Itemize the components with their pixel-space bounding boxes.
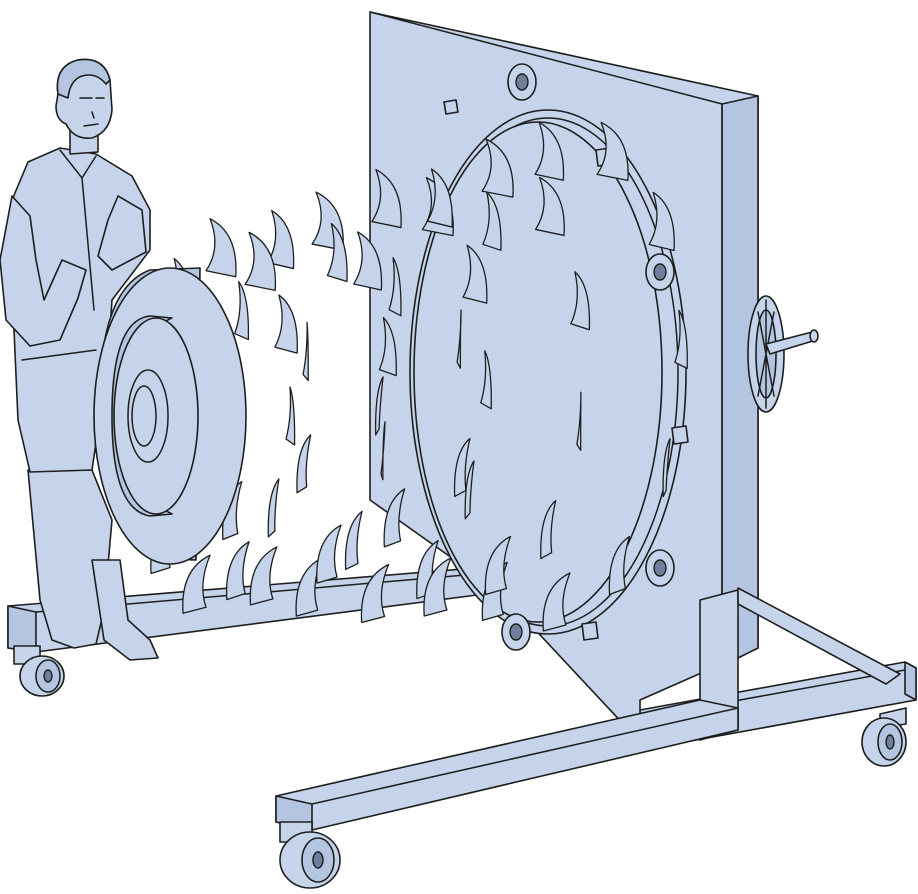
rotor-blade — [302, 321, 309, 382]
rotor-blade — [662, 437, 671, 498]
hand-wheel — [747, 295, 819, 413]
rotor-blade — [249, 546, 278, 606]
rotor-blade — [344, 510, 363, 571]
rotor-blade — [456, 309, 462, 369]
rotor-blade — [608, 535, 631, 596]
rotor-blade — [371, 168, 402, 229]
rotor-blade — [274, 294, 298, 354]
rotor-hub — [111, 315, 199, 517]
rotor-blade — [540, 499, 557, 560]
rotor-blade — [482, 191, 502, 251]
rotor-blade — [296, 434, 312, 494]
rotor-blade — [648, 191, 675, 252]
rotor-blade — [267, 209, 295, 270]
rotor-blade — [423, 557, 452, 617]
rotor-blade — [205, 218, 237, 278]
rotor-blade — [244, 231, 277, 292]
rotor-blade — [416, 539, 439, 600]
rotor-blade — [374, 376, 384, 436]
mounting-bracket — [671, 425, 689, 445]
rotor-blade — [481, 138, 514, 198]
circular-flange — [409, 109, 687, 635]
caster-wheel — [279, 821, 341, 889]
guide-rollers — [501, 63, 675, 651]
guide-roller — [645, 549, 675, 587]
mounting-bracket — [581, 621, 599, 641]
rotor-blade — [360, 563, 390, 624]
rotor-blade — [182, 554, 211, 614]
rotor-blade — [480, 350, 492, 410]
rotor-blade — [534, 121, 565, 181]
guide-roller — [645, 253, 675, 291]
guide-roller — [501, 613, 531, 651]
rotor-blade — [267, 478, 280, 538]
rotor-blade — [285, 386, 296, 446]
rotor-blade — [464, 460, 475, 520]
caster-wheel — [861, 707, 907, 767]
standing-person — [0, 58, 159, 661]
guide-roller — [507, 63, 537, 101]
wave-energy-rotor — [93, 267, 247, 565]
base-frame — [275, 587, 901, 831]
rotor-blade — [383, 488, 406, 548]
mounting-bracket — [443, 99, 459, 115]
rotor-blade — [378, 316, 397, 377]
rotor-blade — [316, 524, 342, 584]
rotor-blade — [462, 244, 488, 304]
caster-wheels — [13, 645, 907, 889]
base-front-beam — [275, 699, 739, 831]
rotor-blade — [674, 309, 688, 370]
rotor-blade — [326, 222, 348, 283]
rotor-blade — [353, 231, 383, 291]
rotor-blade — [570, 271, 591, 331]
rotor-blade — [380, 421, 386, 481]
rotor-blades — [225, 231, 397, 601]
rotor-blade — [234, 280, 250, 341]
rotor-blade — [426, 168, 453, 228]
rotor-blade — [534, 176, 565, 237]
rotor-blade — [388, 257, 402, 317]
caster-wheel — [13, 645, 65, 697]
rotor-blade — [576, 391, 582, 451]
rotor-blade — [453, 437, 471, 498]
rotor-blade — [542, 572, 571, 632]
rotor-blade — [596, 121, 629, 181]
rotor-blade — [225, 540, 250, 601]
rotor-blade — [484, 535, 512, 596]
